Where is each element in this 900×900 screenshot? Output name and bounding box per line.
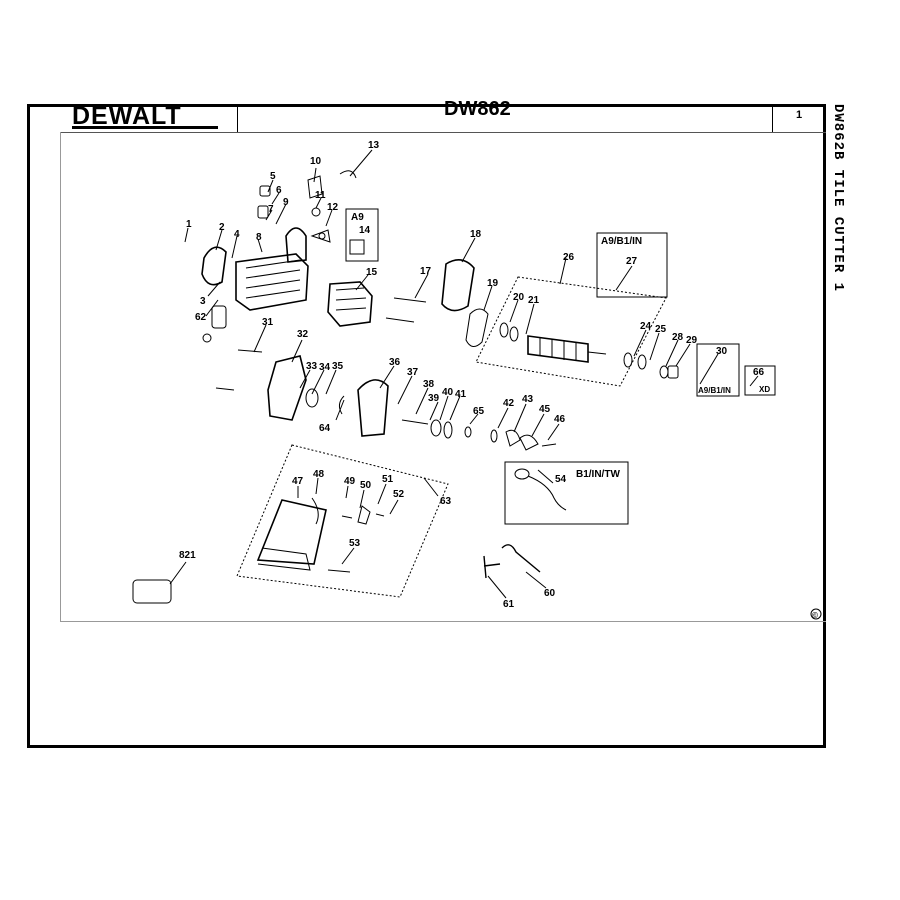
callout-18: 18 [470, 229, 482, 240]
end-cap [201, 246, 227, 286]
callout-11: 11 [315, 190, 326, 201]
callout-1: 1 [186, 219, 192, 230]
callout-50: 50 [360, 480, 372, 491]
callout-3: 3 [200, 296, 206, 307]
diagram-panel [60, 132, 826, 622]
callout-48: 48 [313, 469, 325, 480]
armature-group-outline [475, 276, 667, 387]
callout-62: 62 [195, 312, 207, 323]
callout-36: 36 [389, 357, 401, 368]
callout-9: 9 [283, 197, 289, 208]
callout-43: 43 [522, 394, 534, 405]
callout-35: 35 [332, 361, 344, 372]
title-cell-brand [30, 107, 238, 132]
title-cell-model [238, 107, 773, 132]
callout-4: 4 [234, 229, 240, 240]
callout-24: 24 [640, 321, 652, 332]
callout-38: 38 [423, 379, 435, 390]
callout-42: 42 [503, 398, 515, 409]
callout-14: 14 [359, 225, 371, 236]
callout-33: 33 [306, 361, 318, 372]
title-block [30, 107, 823, 132]
base-plate [256, 499, 327, 565]
callout-65: 65 [473, 406, 485, 417]
sheet-number: 1 [796, 109, 803, 121]
callout-15: 15 [366, 267, 378, 278]
callout-39: 39 [428, 393, 440, 404]
box-b1intw-label: B1/IN/TW [576, 469, 620, 480]
callout-12: 12 [327, 202, 339, 213]
blade-guard [357, 379, 389, 437]
callout-25: 25 [655, 324, 667, 335]
callout-20: 20 [513, 292, 525, 303]
callout-6: 6 [276, 185, 282, 196]
callout-45: 45 [539, 404, 551, 415]
callout-64: 64 [319, 423, 331, 434]
callout-53: 53 [349, 538, 361, 549]
box-b1intw [504, 461, 629, 525]
callout-30: 30 [716, 346, 728, 357]
box-a9 [345, 208, 379, 262]
callout-27: 27 [626, 256, 638, 267]
wrench [501, 544, 541, 573]
callout-61: 61 [503, 599, 515, 610]
callout-821: 821 [179, 550, 196, 561]
callout-51: 51 [382, 474, 394, 485]
box-a9-label: A9 [351, 212, 364, 223]
callout-66: 66 [753, 367, 765, 378]
box-a9b1in-top [596, 232, 668, 298]
box-a9b1in-top-label: A9/B1/IN [601, 236, 642, 247]
callout-28: 28 [672, 332, 684, 343]
base-group-outline [236, 444, 449, 598]
callout-32: 32 [297, 329, 309, 340]
gear-case [267, 355, 307, 421]
callout-46: 46 [554, 414, 566, 425]
callout-2: 2 [219, 222, 225, 233]
side-title: DW862B TILE CUTTER 1 [830, 104, 846, 293]
callout-7: 7 [268, 204, 274, 215]
callout-31: 31 [262, 317, 274, 328]
box-xd-label: XD [759, 385, 770, 394]
armature [527, 335, 589, 363]
callout-10: 10 [310, 156, 322, 167]
callout-60: 60 [544, 588, 556, 599]
brand-logo: DEWALT [72, 104, 182, 130]
title-divider [60, 132, 826, 133]
callout-13: 13 [368, 140, 380, 151]
callout-5: 5 [270, 171, 276, 182]
callout-63: 63 [440, 496, 452, 507]
callout-37: 37 [407, 367, 419, 378]
model-number: DW862 [444, 98, 511, 120]
callout-40: 40 [442, 387, 454, 398]
callout-52: 52 [393, 489, 405, 500]
drawing-frame [27, 104, 826, 748]
callout-47: 47 [292, 476, 304, 487]
callout-26: 26 [563, 252, 575, 263]
callout-17: 17 [420, 266, 432, 277]
label-plate-821 [132, 579, 172, 604]
box-a9b1in-bottom [696, 343, 740, 397]
callout-41: 41 [455, 389, 467, 400]
box-xd [744, 365, 776, 396]
callout-34: 34 [319, 362, 331, 373]
box-a9b1in-bottom-label: A9/B1/IN [698, 386, 731, 395]
brand-underline [72, 126, 218, 129]
callout-54: 54 [555, 474, 567, 485]
stator [327, 281, 373, 327]
motor-housing [235, 253, 309, 311]
callout-21: 21 [528, 295, 540, 306]
copyright-mark: © [812, 611, 818, 620]
callout-19: 19 [487, 278, 499, 289]
callout-49: 49 [344, 476, 356, 487]
callout-29: 29 [686, 335, 698, 346]
callout-8: 8 [256, 232, 262, 243]
hex-key [483, 555, 501, 579]
gear-housing [441, 259, 475, 312]
